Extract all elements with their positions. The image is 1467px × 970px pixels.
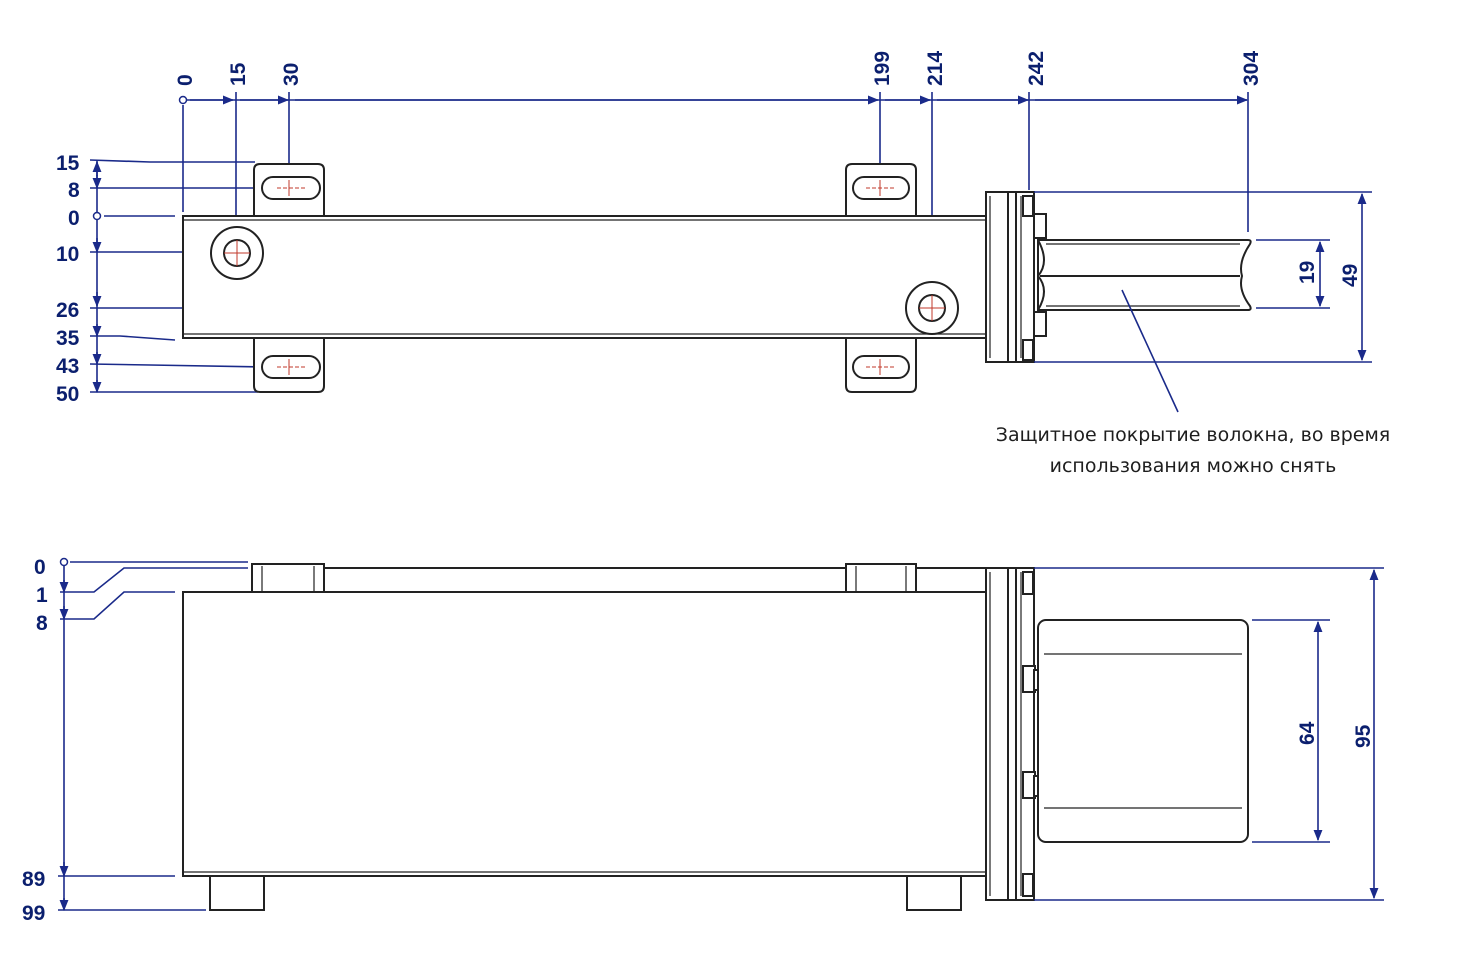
screw-hole-right (905, 281, 959, 335)
side-vertical-labels: 0 1 8 89 99 (22, 556, 48, 925)
dim-label: 0 (174, 74, 197, 86)
mounting-tab-top-left (253, 163, 325, 216)
mounting-tab-bottom-right (845, 338, 917, 393)
dim-label: 89 (22, 868, 45, 891)
dim-label: 8 (36, 612, 48, 635)
main-body-side (182, 591, 987, 877)
side-right-dimensions: 64 95 (1034, 567, 1384, 901)
side-tab-right (845, 563, 917, 595)
dim-label: 64 (1296, 721, 1319, 745)
flange-top (985, 191, 1047, 363)
dim-label: 49 (1339, 264, 1362, 287)
dim-label: 43 (56, 355, 79, 378)
dim-label: 19 (1296, 261, 1319, 284)
main-body-top (182, 215, 987, 339)
dim-label: 0 (34, 556, 46, 579)
top-right-dimensions: 19 49 (1034, 191, 1372, 363)
dim-label: 15 (56, 152, 80, 175)
dim-label: 304 (1240, 51, 1263, 86)
dim-label: 99 (22, 902, 45, 925)
foot-right (906, 875, 962, 911)
mounting-tab-bottom-left (253, 338, 325, 393)
annotation-note-line1: Защитное покрытие волокна, во время (996, 424, 1390, 446)
side-view: 0 1 8 89 99 (22, 556, 1384, 925)
dim-label: 1 (36, 584, 48, 607)
screw-hole-left (210, 226, 264, 280)
dim-label: 35 (56, 327, 80, 350)
annotation-leader (1121, 289, 1179, 413)
dim-label: 30 (280, 63, 303, 86)
top-horizontal-labels: 0 15 30 199 214 242 304 (174, 51, 1263, 86)
dim-label: 26 (56, 299, 79, 322)
fiber-coating-side (1037, 619, 1249, 843)
foot-left (209, 875, 265, 911)
dim-label: 214 (924, 51, 947, 86)
side-tab-left (251, 563, 325, 595)
dim-label: 50 (56, 383, 79, 406)
top-vertical-labels: 15 8 0 10 26 35 43 50 (56, 152, 80, 406)
top-view: 0 15 30 199 214 242 304 (56, 51, 1390, 477)
side-vertical-dimension-line (58, 557, 248, 912)
dim-label: 95 (1352, 724, 1375, 748)
dim-label: 199 (871, 51, 894, 86)
annotation-note-line2: использования можно снять (1050, 455, 1337, 477)
dim-label: 8 (68, 179, 80, 202)
mounting-tab-top-right (845, 163, 917, 216)
dim-label: 0 (68, 207, 80, 230)
dim-label: 242 (1025, 51, 1048, 86)
fiber-coating-top (1037, 239, 1252, 311)
dim-label: 10 (56, 243, 79, 266)
flange-side (985, 567, 1047, 901)
dim-label: 15 (227, 62, 250, 86)
